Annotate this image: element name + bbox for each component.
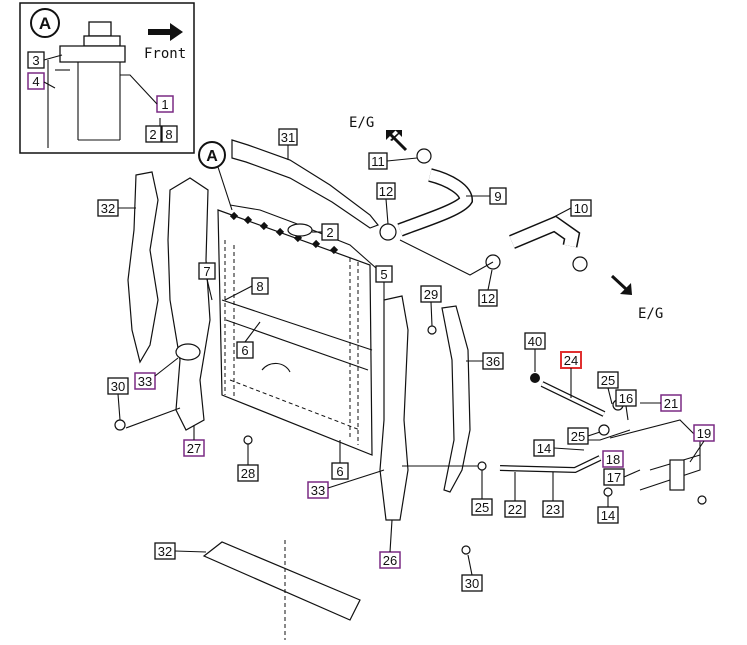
callout-26: 26 xyxy=(383,553,397,568)
callout-25-middle: 25 xyxy=(571,429,585,444)
detail-inset: A Front 3 4 1 2 8 xyxy=(19,2,195,154)
radiator xyxy=(217,204,377,456)
front-label: Front xyxy=(144,46,186,62)
callout-5: 5 xyxy=(380,267,387,282)
right-baffle xyxy=(441,305,471,493)
detail-circle-label: A xyxy=(39,14,51,33)
engine-arrow-icon xyxy=(620,283,632,295)
callout-22: 22 xyxy=(508,502,522,517)
callout-40: 40 xyxy=(528,334,542,349)
inset-label-8: 8 xyxy=(165,127,172,142)
callout-18: 18 xyxy=(606,452,620,467)
callout-14-upper: 14 xyxy=(537,441,551,456)
lower-baffle xyxy=(202,541,361,621)
callout-30-left: 30 xyxy=(111,379,125,394)
right-bracket xyxy=(379,295,409,521)
engine-direction-upper: E/G xyxy=(349,115,408,152)
engine-direction-right: E/G xyxy=(610,274,663,322)
callout-28: 28 xyxy=(241,466,255,481)
callout-24: 24 xyxy=(564,353,578,368)
left-bracket xyxy=(167,177,211,431)
callout-7: 7 xyxy=(203,264,210,279)
hose-clamp xyxy=(416,148,432,164)
hose-clamp xyxy=(379,223,397,241)
inset-label-4: 4 xyxy=(32,74,39,89)
callout-6-upper: 6 xyxy=(241,343,248,358)
upper-shroud xyxy=(231,139,379,229)
callout-2: 2 xyxy=(326,225,333,240)
engine-arrow-icon xyxy=(386,130,396,140)
front-arrow-icon xyxy=(148,23,183,41)
callout-23: 23 xyxy=(546,502,560,517)
callout-25-upper: 25 xyxy=(601,373,615,388)
callout-10: 10 xyxy=(574,201,588,216)
callout-32-left: 32 xyxy=(101,201,115,216)
callout-32-lower: 32 xyxy=(158,544,172,559)
detail-circle-icon xyxy=(30,8,60,38)
inset-label-3: 3 xyxy=(32,53,39,68)
detail-circle-icon xyxy=(198,141,226,169)
main-circle-label: A xyxy=(206,148,218,165)
callout-21: 21 xyxy=(664,396,678,411)
engine-label-right: E/G xyxy=(638,306,663,322)
callout-30-lower: 30 xyxy=(465,576,479,591)
callout-33-lower: 33 xyxy=(311,483,325,498)
callout-12-lower: 12 xyxy=(481,291,495,306)
callout-14-lower: 14 xyxy=(601,508,615,523)
left-baffle xyxy=(127,171,159,364)
callout-11: 11 xyxy=(371,154,385,169)
callout-9: 9 xyxy=(494,189,501,204)
callout-12-upper: 12 xyxy=(379,184,393,199)
callouts: 31 2 11 12 9 10 12 32 7 8 6 5 29 xyxy=(97,128,715,592)
callout-box xyxy=(27,72,45,90)
callout-19: 19 xyxy=(697,426,711,441)
callout-25-lower: 25 xyxy=(475,500,489,515)
callout-17: 17 xyxy=(607,470,621,485)
callout-8: 8 xyxy=(256,279,263,294)
callout-33-left: 33 xyxy=(138,374,152,389)
hose-clamp xyxy=(572,256,588,272)
callout-box xyxy=(145,125,162,143)
callout-6-lower: 6 xyxy=(336,464,343,479)
callout-29: 29 xyxy=(424,287,438,302)
callout-16-upper: 16 xyxy=(619,391,633,406)
callout-31: 31 xyxy=(281,130,295,145)
callout-box xyxy=(161,125,178,143)
radiator-cap xyxy=(287,223,313,237)
callout-27: 27 xyxy=(187,441,201,456)
inset-label-2: 2 xyxy=(149,127,156,142)
callout-36: 36 xyxy=(486,354,500,369)
inset-label-1: 1 xyxy=(161,97,168,112)
engine-label-upper: E/G xyxy=(349,115,374,131)
